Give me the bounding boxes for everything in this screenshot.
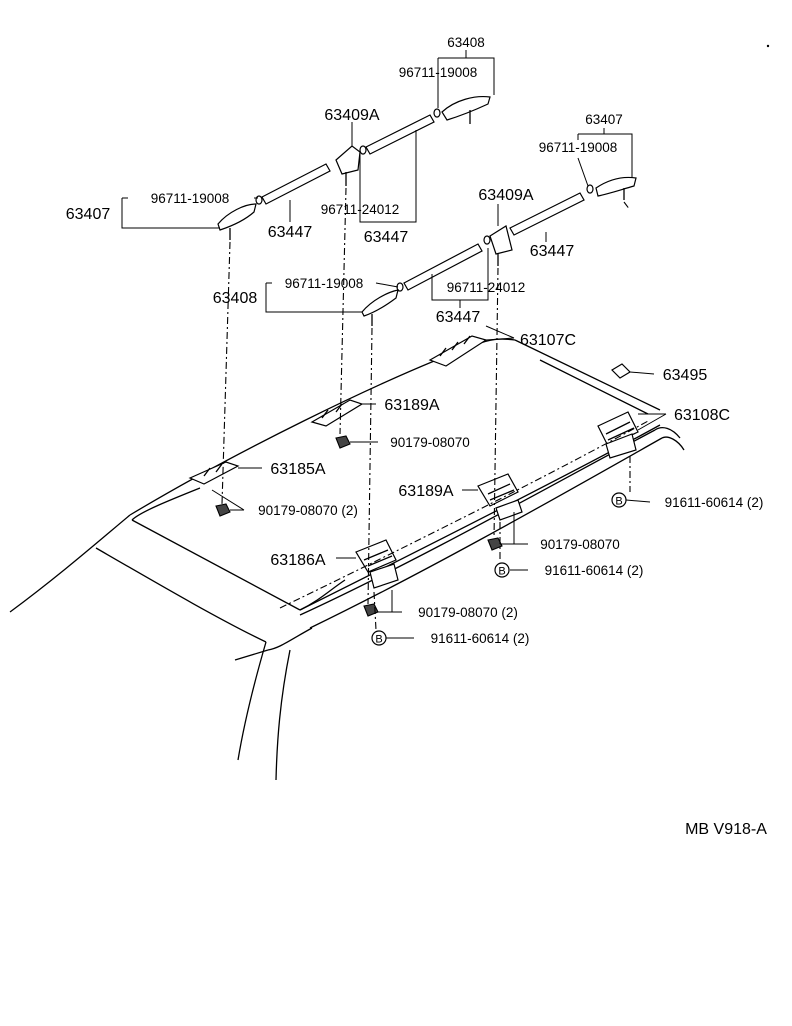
part-labels: 63408 96711-19008 63409A 63407 96711-190…: [66, 35, 767, 838]
label-96711-19008-c: 96711-19008: [151, 191, 230, 206]
label-63407-left: 63407: [66, 206, 111, 223]
label-63189A-a: 63189A: [384, 397, 439, 414]
label-96711-24012-b: 96711-24012: [447, 280, 526, 295]
joint-63409A-upper: [335, 145, 361, 175]
label-90179-08070-a: 90179-08070: [390, 435, 470, 450]
bolt-icon: B: [494, 562, 510, 578]
label-63186A: 63186A: [270, 552, 325, 569]
label-63495: 63495: [663, 367, 708, 384]
caps: [217, 95, 637, 326]
diagram-code: MB V918-A: [685, 821, 767, 838]
label-63407-right: 63407: [585, 112, 623, 127]
end-cap-63407-left: [217, 203, 257, 231]
rail-63447-lower: [403, 243, 483, 291]
nut-90179-08070-lower: [363, 603, 379, 617]
label-63185A: 63185A: [270, 461, 325, 478]
label-63447-c: 63447: [530, 243, 575, 260]
bracket-63107C: [428, 335, 488, 367]
end-cap-63408-mid: [361, 289, 399, 317]
label-63447-b: 63447: [364, 229, 409, 246]
rails: [261, 114, 585, 291]
end-cap-63408-top: [441, 95, 491, 121]
label-91611-60614-a: 91611-60614 (2): [665, 495, 764, 510]
stray-mark: [766, 44, 770, 48]
nut-90179-08070-left: [215, 503, 231, 517]
svg-text:B: B: [498, 566, 505, 578]
rail-63447-left: [261, 163, 331, 205]
leader-lines: [121, 50, 667, 639]
label-63409A-b: 63409A: [478, 187, 533, 204]
label-90179-08070-b: 90179-08070 (2): [258, 503, 358, 518]
label-96711-19008-b: 96711-19008: [539, 140, 618, 155]
bolt-icon: B: [611, 492, 627, 508]
nut-90179-08070-upper: [335, 435, 351, 449]
label-91611-60614-b: 91611-60614 (2): [545, 563, 644, 578]
bolt-icon: B: [371, 630, 387, 646]
end-cap-63407-right: [595, 176, 637, 197]
label-96711-19008-a: 96711-19008: [399, 65, 478, 80]
alignment-lines: [221, 187, 651, 631]
label-63189A-b: 63189A: [398, 483, 453, 500]
label-91611-60614-c: 91611-60614 (2): [431, 631, 530, 646]
bracket-63186A: [355, 539, 397, 573]
label-63408-mid: 63408: [213, 290, 258, 307]
label-90179-08070-c: 90179-08070: [540, 537, 620, 552]
label-63409A-a: 63409A: [324, 107, 379, 124]
nut-90179-08070-mid: [487, 537, 503, 551]
rail-63447-right: [509, 192, 585, 236]
pad-63495: [611, 363, 631, 379]
svg-text:B: B: [615, 496, 622, 508]
label-63447-a: 63447: [268, 224, 313, 241]
rail-63447-upper: [365, 114, 435, 155]
label-90179-08070-d: 90179-08070 (2): [418, 605, 518, 620]
label-96711-24012-a: 96711-24012: [321, 202, 400, 217]
bracket-63185A: [188, 461, 240, 485]
label-96711-19008-d: 96711-19008: [285, 276, 364, 291]
bracket-63108C: [597, 411, 639, 447]
label-63408-top: 63408: [447, 35, 485, 50]
fasteners: B B B: [215, 435, 627, 646]
svg-text:B: B: [375, 634, 382, 646]
joint-63409A-lower: [489, 225, 513, 255]
label-63108C: 63108C: [674, 407, 730, 424]
roof-brackets: [188, 335, 639, 589]
label-63107C: 63107C: [520, 332, 576, 349]
label-63447-d: 63447: [436, 309, 481, 326]
